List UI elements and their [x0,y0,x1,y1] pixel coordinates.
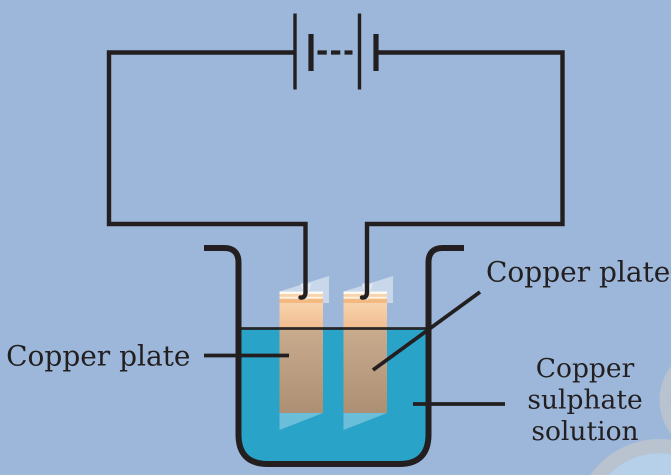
label-solution-line3: solution [531,416,638,447]
copper-plate-left-submerged [279,328,323,413]
copper-plate-right-submerged [343,328,387,413]
wire-left [106,50,308,300]
watermark-rings [590,366,671,475]
label-left-copper-plate: Copper plate [6,340,190,373]
copper-plate-right-above-water [343,303,387,329]
copper-plate-right [343,276,393,430]
leader-line-right-plate [371,290,482,372]
labels: Copper plate Copper plate Copper sulphat… [6,256,670,448]
leader-lines [204,290,505,406]
wire-right [359,50,565,300]
copper-plate-left-sheet-bottom [279,413,323,430]
copper-plate-left-above-water [279,303,323,329]
copper-plate-right-sheet-bottom [343,413,387,430]
copper-plate-left [279,276,329,430]
connecting-wires [106,50,565,300]
watermark-ring-large [590,439,671,475]
label-solution-line1: Copper [536,353,635,384]
beaker-outline [204,245,464,467]
label-solution-line2: sulphate [527,385,642,416]
label-right-copper-plate: Copper plate [486,256,670,289]
watermark-ring-large-fill [608,453,671,475]
watermark-ring-small [659,366,671,434]
